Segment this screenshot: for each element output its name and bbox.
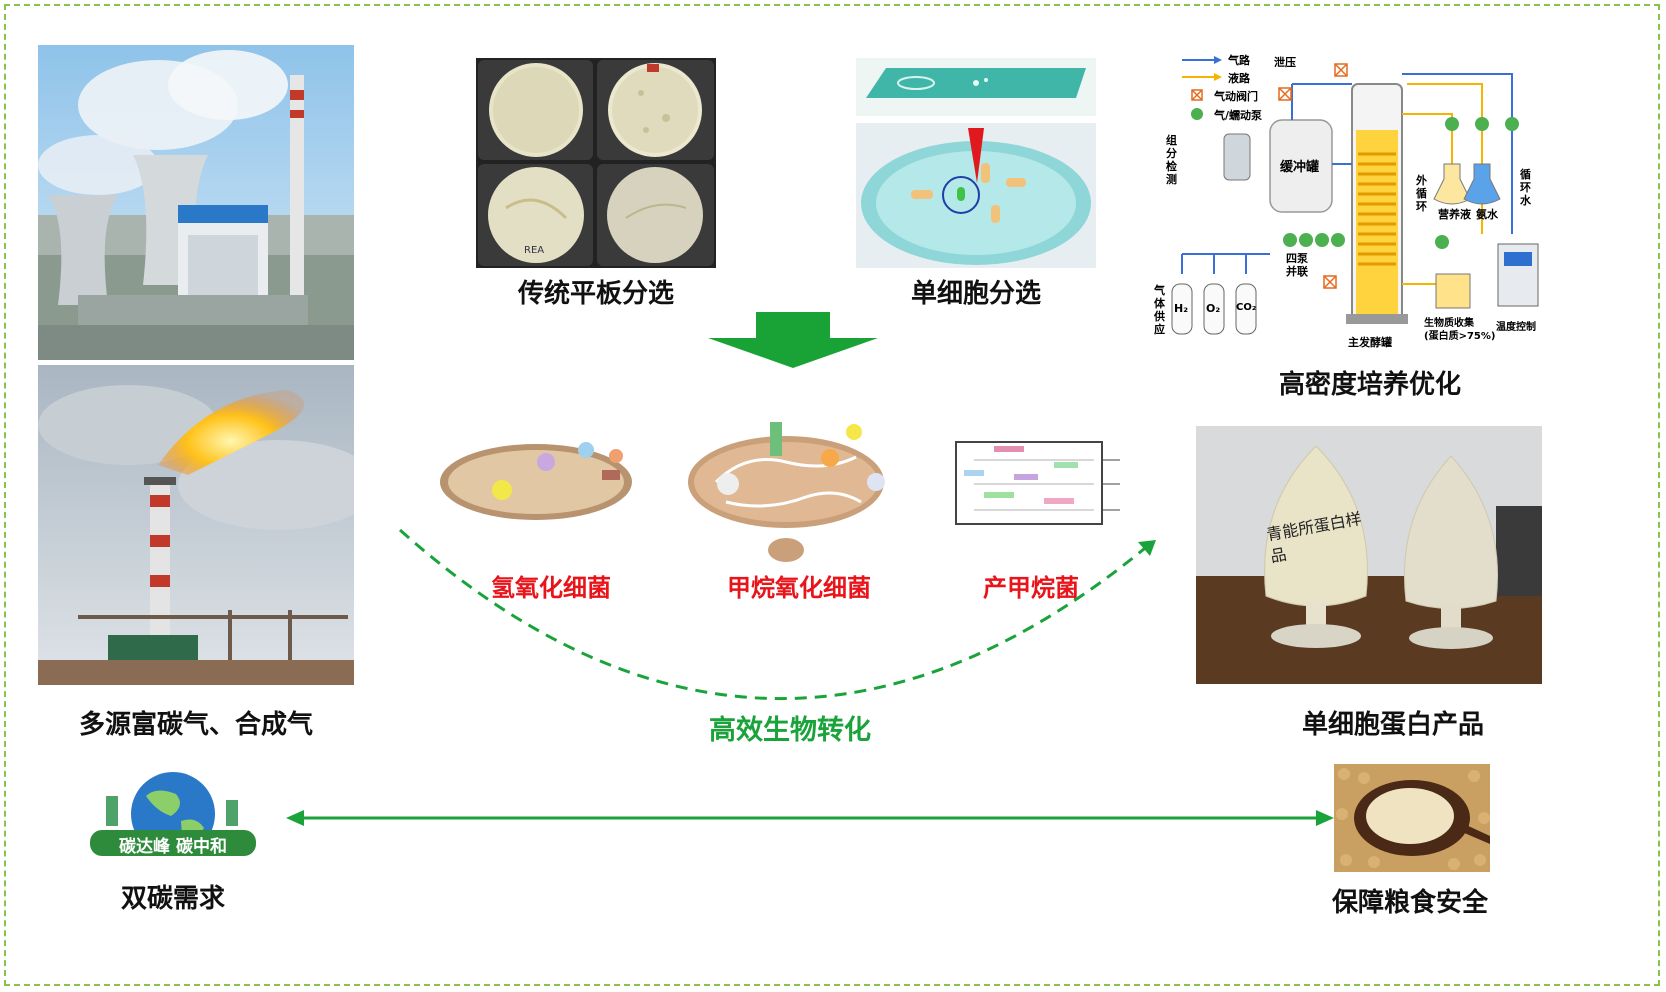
power-plant-photo <box>38 45 354 360</box>
single-cell-screening-label: 单细胞分选 <box>910 279 1041 309</box>
nutrient-label: 营养液 <box>1438 208 1471 221</box>
scp-product-label: 单细胞蛋白产品 <box>1301 710 1484 740</box>
logo-text: 碳达峰 碳中和 <box>119 837 227 857</box>
legend-gas-line: 气路 <box>1228 54 1250 67</box>
relief-label: 泄压 <box>1274 56 1296 69</box>
double-headed-arrow <box>286 806 1334 830</box>
dual-carbon-label: 双碳需求 <box>120 884 225 914</box>
o2-label: O₂ <box>1206 302 1221 315</box>
food-security-label: 保障粮食安全 <box>1331 888 1488 918</box>
gas-flare-photo <box>38 365 354 685</box>
svg-text:REA: REA <box>524 245 544 256</box>
high-density-culture-label: 高密度培养优化 <box>1278 370 1461 400</box>
ammonia-label: 氨水 <box>1476 208 1498 221</box>
dual-carbon-logo: 碳达峰 碳中和 <box>86 766 260 876</box>
bioconversion-label: 高效生物转化 <box>709 715 871 746</box>
down-arrow <box>708 312 878 368</box>
co2-label: CO₂ <box>1236 302 1257 313</box>
main-fermenter-label: 主发酵罐 <box>1348 336 1392 349</box>
methane-bacteria-diagram <box>686 412 896 572</box>
methanogen-pathway-diagram <box>954 440 1128 526</box>
buffer-tank-label: 缓冲罐 <box>1280 160 1320 175</box>
single-cell-sorting-image <box>856 123 1096 268</box>
outer-dashed-frame <box>4 4 1660 986</box>
hydrogen-bacteria-diagram <box>436 420 646 530</box>
h2-label: H₂ <box>1174 302 1189 315</box>
methane-bacteria-label: 甲烷氧化细菌 <box>727 574 871 602</box>
protein-content-label: (蛋白质>75%) <box>1424 331 1496 342</box>
legend-valve: 气动阀门 <box>1214 90 1258 103</box>
microfluidic-chip-image <box>856 58 1096 116</box>
bioconversion-arc <box>390 520 1170 710</box>
source-gas-label: 多源富碳气、合成气 <box>78 710 313 740</box>
legend-pump: 气/蠕动泵 <box>1214 109 1263 122</box>
plate-screening-label: 传统平板分选 <box>517 279 674 309</box>
four-pumps-label: 四泵并联 <box>1286 252 1308 278</box>
biomass-collect-label: 生物质收集 <box>1424 318 1474 329</box>
component-detect-label: 组分检测 <box>1166 134 1177 186</box>
protein-product-photo: 青能所蛋白样品 <box>1196 426 1542 684</box>
circulating-water-label: 循环水 <box>1520 168 1531 207</box>
external-loop-label: 外循环 <box>1416 174 1427 213</box>
methanogen-label: 产甲烷菌 <box>983 574 1079 602</box>
petri-dish-grid: REA <box>476 58 716 268</box>
hydrogen-bacteria-label: 氢氧化细菌 <box>491 574 611 602</box>
legend-liquid-line: 液路 <box>1228 72 1250 85</box>
reactor-schematic: 气路 液路 气动阀门 气/蠕动泵 泄压 缓冲罐 组分检测 外循环 循环水 营养液… <box>1152 44 1552 364</box>
temp-control-label: 温度控制 <box>1496 322 1536 333</box>
soybean-powder-photo <box>1334 764 1490 872</box>
gas-supply-label: 气体供应 <box>1154 284 1165 336</box>
